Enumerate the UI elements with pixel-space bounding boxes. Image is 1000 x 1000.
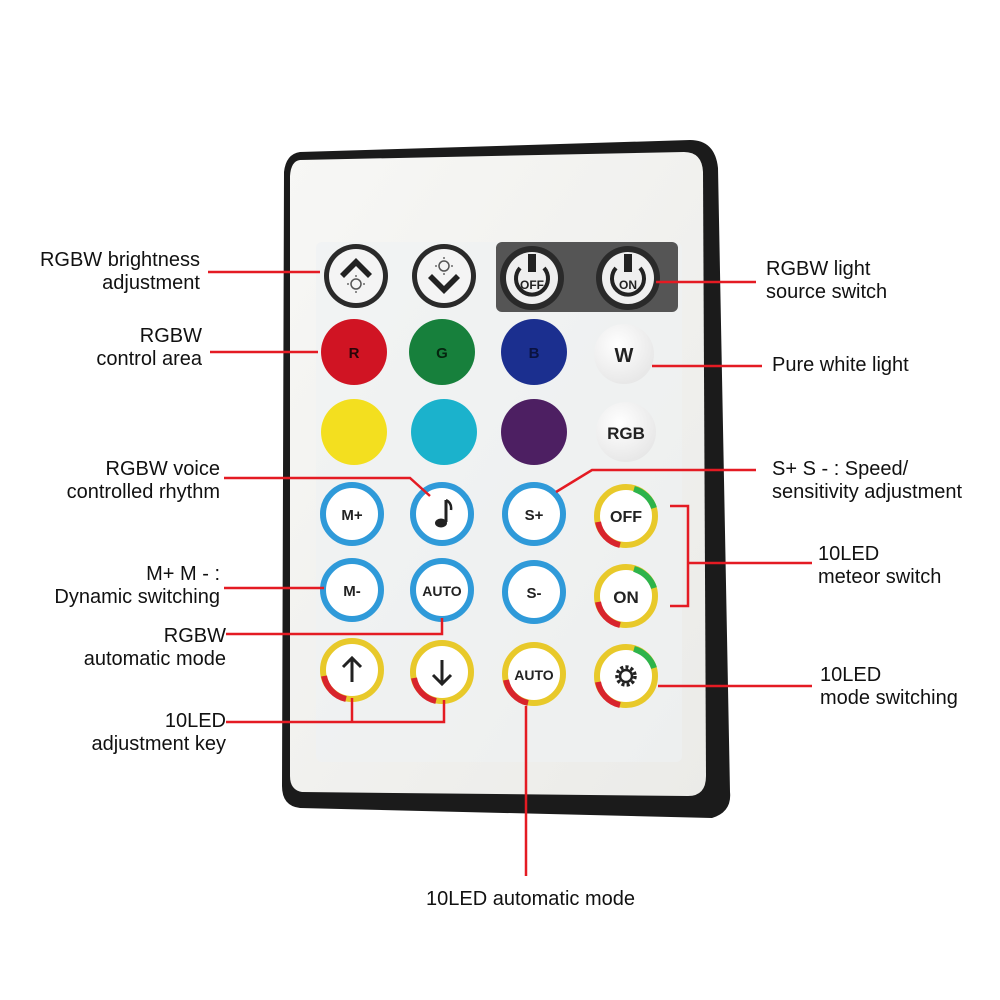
music-note-icon — [435, 498, 453, 528]
arrow-up-button[interactable] — [320, 638, 384, 702]
pointer-auto-mode — [226, 618, 444, 636]
arrow-down-button[interactable] — [410, 640, 474, 704]
cyan-button[interactable] — [411, 399, 477, 465]
purple-button[interactable] — [501, 399, 567, 465]
power-icon — [624, 254, 632, 272]
brightness-up-button[interactable] — [324, 244, 388, 308]
red-button[interactable]: R — [321, 319, 387, 385]
label-adjust-key: 10LED adjustment key — [91, 710, 226, 755]
gear-icon — [615, 665, 637, 687]
label-auto-10led: 10LED automatic mode — [426, 888, 636, 910]
s-minus-label: S- — [527, 585, 542, 602]
label-auto-mode: RGBW automatic mode — [83, 625, 226, 670]
label-voice: RGBW voice controlled rhythm — [66, 458, 220, 503]
music-button[interactable] — [410, 482, 474, 546]
blue-label: B — [529, 345, 540, 362]
m-plus-button[interactable]: M+ — [320, 482, 384, 546]
pointer-lines — [208, 270, 812, 876]
blue-button[interactable]: B — [501, 319, 567, 385]
meteor-off-button[interactable]: OFF — [594, 484, 658, 548]
label-brightness: RGBW brightness adjustment — [39, 249, 200, 294]
meteor-on-label: ON — [613, 588, 639, 607]
rgb-label: RGB — [607, 424, 645, 443]
s-plus-label: S+ — [525, 507, 544, 524]
m-minus-label: M- — [343, 583, 361, 600]
brightness-down-button[interactable] — [412, 244, 476, 308]
button-panel — [316, 242, 682, 762]
pointer-voice — [224, 476, 431, 497]
auto-rgbw-label: AUTO — [422, 583, 462, 599]
rgbw-off-button[interactable]: OFF — [500, 246, 564, 310]
auto-rgbw-button[interactable]: AUTO — [410, 558, 474, 622]
rgb-button[interactable]: RGB — [596, 402, 656, 462]
auto-10led-button[interactable]: AUTO — [502, 642, 566, 706]
label-source-switch: RGBW light source switch — [766, 258, 888, 303]
arrow-down-icon — [431, 660, 453, 687]
pointer-adjust-key — [226, 700, 446, 724]
brightness-down-icon — [428, 257, 460, 294]
rgbw-on-label: ON — [619, 278, 637, 292]
rgbw-off-label: OFF — [520, 278, 544, 292]
power-icon — [528, 254, 536, 272]
m-minus-button[interactable]: M- — [320, 558, 384, 622]
m-plus-label: M+ — [341, 507, 362, 524]
label-pure-white: Pure white light — [772, 354, 909, 376]
meteor-on-button[interactable]: ON — [594, 564, 658, 628]
white-label: W — [615, 345, 634, 367]
rgbw-on-button[interactable]: ON — [596, 246, 660, 310]
auto-10led-label: AUTO — [514, 667, 554, 683]
label-mode-switch: 10LED mode switching — [820, 664, 958, 709]
green-button[interactable]: G — [409, 319, 475, 385]
pointer-meteor-bracket — [670, 504, 690, 608]
s-minus-button[interactable]: S- — [502, 560, 566, 624]
meteor-off-label: OFF — [610, 509, 642, 526]
s-plus-button[interactable]: S+ — [502, 482, 566, 546]
yellow-button[interactable] — [321, 399, 387, 465]
brightness-up-icon — [340, 258, 372, 293]
arrow-up-icon — [341, 655, 363, 682]
pointer-speed — [555, 468, 756, 494]
label-speed: S+ S - : Speed/ sensitivity adjustment — [772, 458, 963, 503]
label-dynamic: M+ M - : Dynamic switching — [54, 563, 220, 608]
mode-button[interactable] — [594, 644, 658, 708]
white-button[interactable]: W — [594, 324, 654, 384]
label-control-area: RGBW control area — [96, 325, 202, 370]
red-label: R — [349, 345, 360, 362]
label-meteor: 10LED meteor switch — [818, 543, 942, 588]
green-label: G — [436, 345, 448, 362]
